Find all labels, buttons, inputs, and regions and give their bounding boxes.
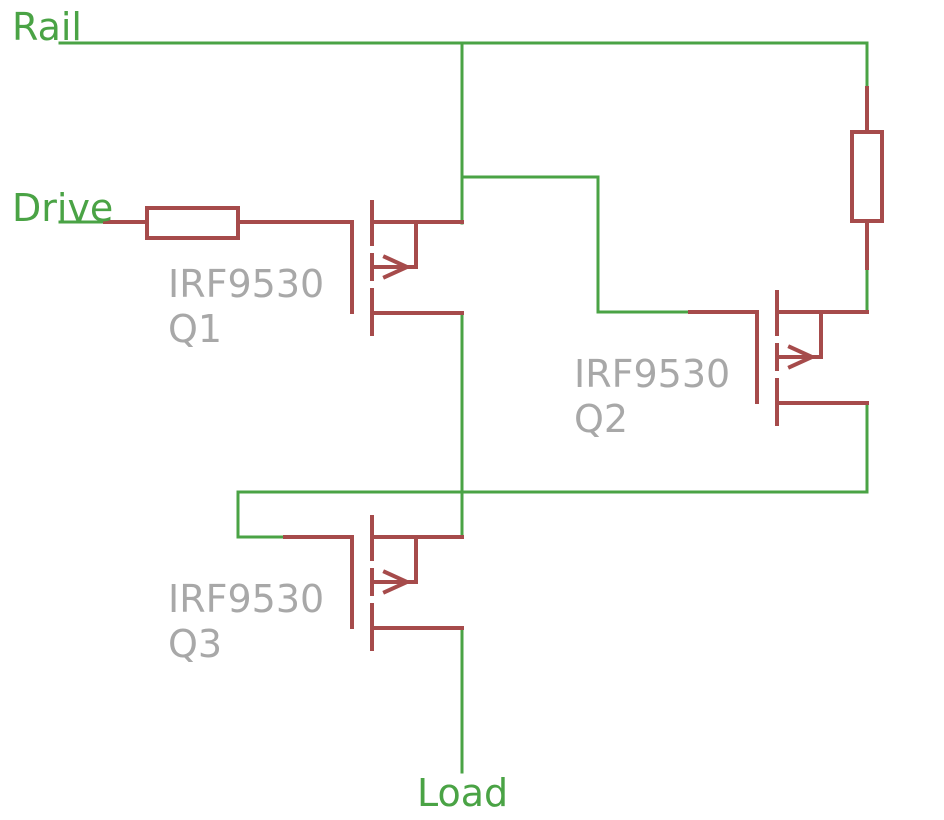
resistor-r2 xyxy=(850,86,884,270)
mosfets xyxy=(283,200,869,651)
q1-part-number: IRF9530 xyxy=(168,262,324,306)
q2-reference: Q2 xyxy=(574,397,628,441)
wire-q2-gate xyxy=(460,175,692,314)
q2-part-number: IRF9530 xyxy=(574,352,730,396)
q3-reference: Q3 xyxy=(168,622,222,666)
mosfet-q2 xyxy=(688,290,869,426)
net-label-load: Load xyxy=(417,771,508,815)
net-label-drive: Drive xyxy=(12,186,113,230)
wire-q3-gate-net xyxy=(236,401,869,539)
q3-part-number: IRF9530 xyxy=(168,577,324,621)
net-label-rail: Rail xyxy=(12,5,82,49)
resistor-r1 xyxy=(103,206,354,240)
mosfet-q1 xyxy=(350,200,464,336)
q1-reference: Q1 xyxy=(168,307,222,351)
wire-rail xyxy=(58,41,869,90)
wires xyxy=(58,41,869,774)
mosfet-q3 xyxy=(283,515,464,651)
